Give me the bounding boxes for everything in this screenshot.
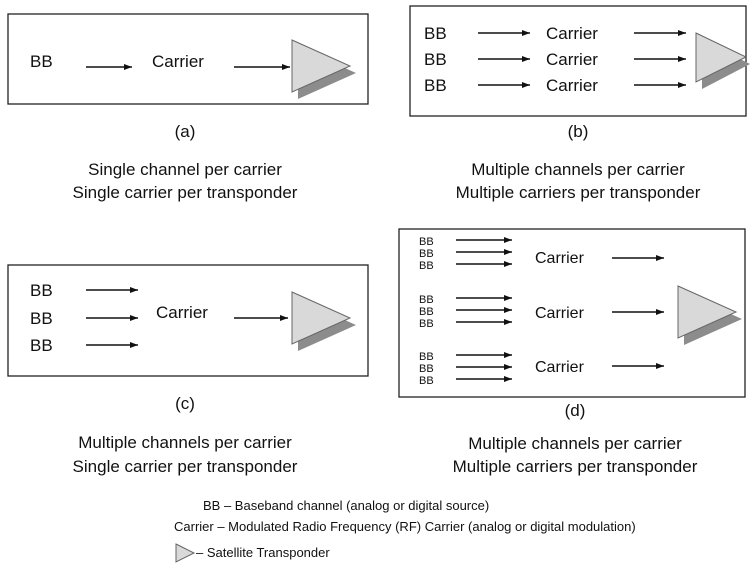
baseband-label: BB [419, 318, 434, 330]
legend-baseband: BB – Baseband channel (analog or digital… [203, 498, 489, 513]
panel-b-frame [409, 5, 747, 117]
baseband-label: BB [419, 294, 434, 306]
carrier-label: Carrier [152, 52, 204, 71]
panel-a-description-line1: Single channel per carrier [88, 160, 282, 179]
baseband-label: BB [419, 248, 434, 260]
panel-d-description-line2: Multiple carriers per transponder [453, 457, 698, 476]
carrier-label: Carrier [546, 76, 598, 95]
carrier-label: Carrier [535, 305, 585, 322]
panel-a-letter: (a) [175, 122, 196, 141]
carrier-label: Carrier [546, 24, 598, 43]
panel-a-description-line2: Single carrier per transponder [73, 183, 298, 202]
legend: BB – Baseband channel (analog or digital… [174, 498, 636, 563]
panel-d-letter: (d) [565, 401, 586, 420]
baseband-label: BB [424, 24, 447, 43]
transponder-icon [677, 285, 742, 345]
carrier-label: Carrier [156, 303, 208, 322]
baseband-label: BB [419, 363, 434, 375]
carrier-label: Carrier [535, 359, 585, 376]
baseband-label: BB [30, 336, 53, 355]
panel-a: BB Carrier [7, 13, 369, 105]
panel-d-description-line1: Multiple channels per carrier [468, 434, 682, 453]
panel-c-description-line1: Multiple channels per carrier [78, 433, 292, 452]
carrier-label: Carrier [535, 250, 585, 267]
baseband-label: BB [419, 351, 434, 363]
transponder-icon [175, 543, 196, 563]
baseband-label: BB [419, 236, 434, 248]
panel-c-description-line2: Single carrier per transponder [73, 457, 298, 476]
baseband-label: BB [30, 52, 53, 71]
carrier-label: Carrier [546, 50, 598, 69]
transponder-icon [291, 291, 356, 351]
transponder-icon [291, 39, 356, 99]
panel-c: BB BB BB Carrier [7, 264, 369, 377]
legend-carrier: Carrier – Modulated Radio Frequency (RF)… [174, 519, 636, 534]
panel-b: BB BB BB Carrier Carrier Carrier [409, 5, 750, 117]
baseband-label: BB [30, 309, 53, 328]
baseband-label: BB [419, 375, 434, 387]
panel-b-letter: (b) [568, 122, 589, 141]
baseband-label: BB [419, 306, 434, 318]
transponder-icon [695, 32, 750, 89]
baseband-label: BB [419, 260, 434, 272]
baseband-label: BB [30, 281, 53, 300]
panel-c-letter: (c) [175, 394, 195, 413]
panel-b-description-line2: Multiple carriers per transponder [456, 183, 701, 202]
panel-b-description-line1: Multiple channels per carrier [471, 160, 685, 179]
baseband-label: BB [424, 76, 447, 95]
baseband-label: BB [424, 50, 447, 69]
legend-transponder: – Satellite Transponder [196, 545, 330, 560]
panel-d: BB BB BB Carrier BB BB BB Carrier BB BB … [398, 228, 746, 398]
